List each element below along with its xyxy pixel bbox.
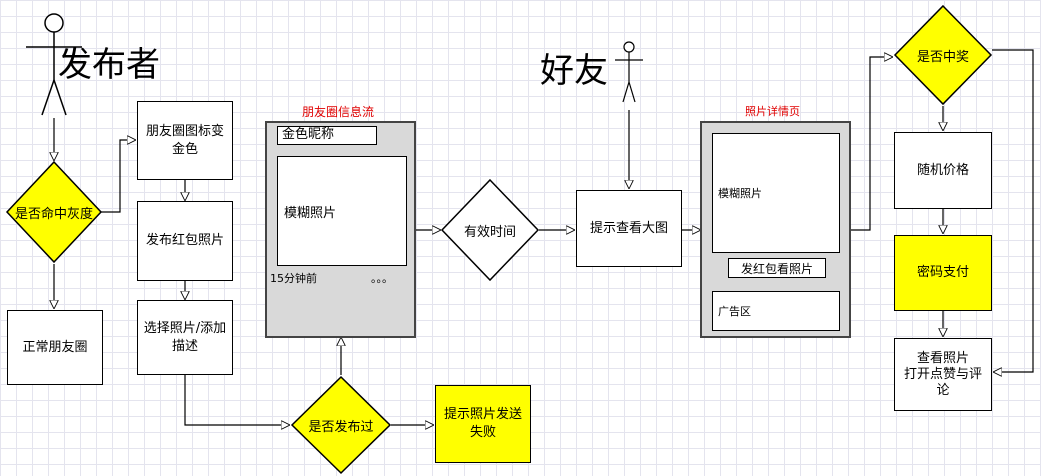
publisher-stick-figure bbox=[26, 13, 82, 116]
step-view-large: 提示查看大图 bbox=[576, 190, 682, 267]
step-view-photo-line1: 查看照片 bbox=[916, 350, 969, 366]
step-post-photo: 发布红包照片 bbox=[137, 201, 233, 281]
step-send-fail: 提示照片发送失败 bbox=[435, 385, 531, 463]
decision-won-shape bbox=[893, 4, 993, 106]
step-select-photo: 选择照片/添加描述 bbox=[137, 300, 233, 375]
step-view-photo: 查看照片 打开点赞与评论 bbox=[894, 338, 992, 411]
connector-gray-to-icon bbox=[100, 140, 135, 213]
decision-validtime-shape bbox=[440, 178, 540, 282]
decision-gray-shape bbox=[5, 160, 103, 264]
feed-panel: 金色昵称 模糊照片 15分钟前 。。。 bbox=[265, 121, 416, 338]
friend-stick-figure bbox=[615, 41, 643, 103]
detail-ad-area: 广告区 bbox=[712, 291, 840, 331]
connector-won-to-viewphoto bbox=[992, 49, 1034, 372]
connector-detail-to-won bbox=[851, 57, 892, 231]
connector-select-to-published bbox=[184, 375, 289, 425]
feed-more-dots: 。。。 bbox=[371, 272, 393, 285]
decision-published-shape bbox=[290, 375, 392, 475]
detail-panel-title: 照片详情页 bbox=[745, 105, 800, 118]
detail-send-redpacket-button: 发红包看照片 bbox=[728, 258, 826, 278]
feed-nickname: 金色昵称 bbox=[277, 126, 377, 145]
decision-gray-hit: 是否命中灰度 bbox=[14, 206, 93, 222]
feed-panel-title: 朋友圈信息流 bbox=[302, 105, 375, 119]
actor-friend-label: 好友 bbox=[540, 51, 608, 91]
step-password-pay: 密码支付 bbox=[894, 235, 992, 311]
step-normal-moments: 正常朋友圈 bbox=[7, 310, 103, 385]
step-icon-gold: 朋友圈图标变金色 bbox=[137, 101, 233, 180]
feed-blurred-photo: 模糊照片 bbox=[277, 156, 407, 266]
step-view-photo-line2: 打开点赞与评论 bbox=[903, 366, 982, 398]
decision-valid-time: 有效时间 bbox=[463, 224, 516, 240]
step-random-price: 随机价格 bbox=[894, 132, 992, 209]
decision-won: 是否中奖 bbox=[916, 49, 969, 65]
decision-published: 是否发布过 bbox=[308, 419, 374, 435]
detail-panel: 模糊照片 发红包看照片 广告区 bbox=[700, 121, 851, 338]
feed-time: 15分钟前 bbox=[270, 272, 317, 285]
detail-blurred-photo: 模糊照片 bbox=[712, 133, 840, 253]
actor-publisher-label: 发布者 bbox=[58, 45, 160, 85]
